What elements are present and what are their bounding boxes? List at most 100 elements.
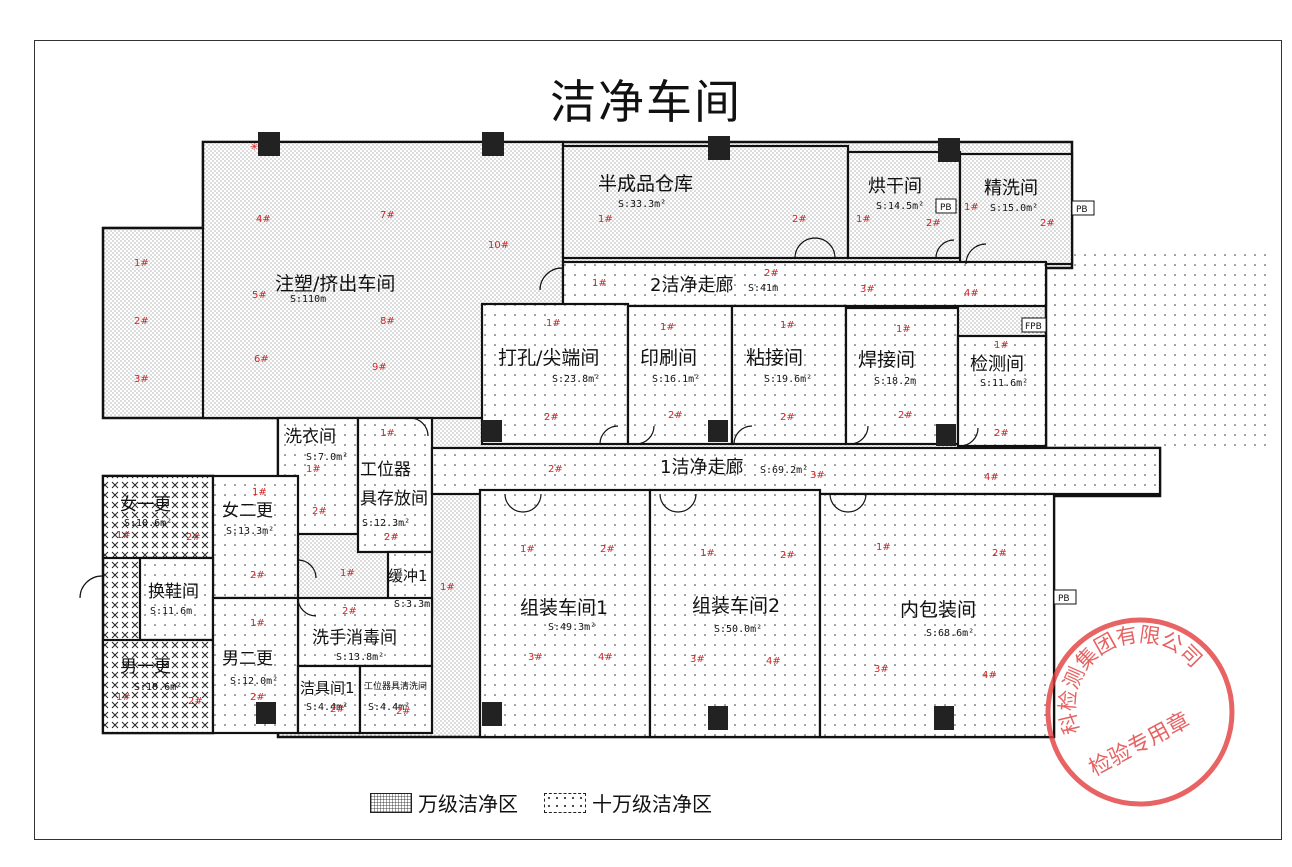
sample-mark: 3# xyxy=(810,470,825,481)
equipment xyxy=(256,132,960,730)
sample-mark: 2# xyxy=(312,506,327,517)
area-zhusu: S:110m xyxy=(290,294,326,305)
ahu-unit xyxy=(482,132,504,156)
door-hanjie xyxy=(849,425,869,445)
seal-ring xyxy=(1045,617,1235,807)
label-naner: 男二更 xyxy=(222,649,273,669)
sample-mark: 2# xyxy=(384,532,399,543)
outdoor-dotted-area xyxy=(1048,250,1268,450)
sample-mark: 1# xyxy=(994,340,1009,351)
area-jiance: S:11.6m² xyxy=(980,378,1028,389)
sample-mark: 1# xyxy=(700,548,715,559)
sample-mark: 2# xyxy=(792,214,807,225)
sample-mark: 1# xyxy=(252,487,267,498)
sample-mark: 1# xyxy=(116,530,131,541)
sample-mark: 2# xyxy=(134,316,149,327)
sample-mark: 2# xyxy=(188,696,203,707)
area-nanyi: S:10.6m² xyxy=(134,682,182,693)
legend-swatch-dense xyxy=(370,792,412,813)
label-xishou: 洗手消毒间 xyxy=(312,628,397,648)
area-honggan: S:14.5m² xyxy=(876,201,924,212)
label-jieju: 洁具间1 xyxy=(300,679,355,697)
sample-mark: 3# xyxy=(134,374,149,385)
room-huanxie xyxy=(138,556,215,642)
door-neibao xyxy=(829,493,867,513)
sample-mark: 2# xyxy=(780,550,795,561)
door-jingxi xyxy=(965,243,987,265)
sample-mark: 3# xyxy=(860,284,875,295)
door-honggan xyxy=(935,239,955,259)
area-zuzhuang2: S:50.0m² xyxy=(714,624,762,635)
label-qingxi: 工位器具清洗间 xyxy=(364,680,427,692)
label-jiance: 检测间 xyxy=(970,354,1024,375)
sample-mark: 8# xyxy=(380,316,395,327)
door-gongweiqi xyxy=(409,417,429,437)
pb-box xyxy=(1071,200,1095,216)
sample-mark: 2# xyxy=(250,692,265,703)
area-qingxi: S:4.4m² xyxy=(368,702,410,713)
sample-mark: 1# xyxy=(116,692,131,703)
legend-swatch-sparse xyxy=(544,792,586,813)
sample-mark: 4# xyxy=(984,472,999,483)
legend-label-dense: 万级洁净区 xyxy=(418,792,518,816)
sample-mark: 2# xyxy=(926,218,941,229)
sample-mark: 6# xyxy=(254,354,269,365)
sample-mark: 2# xyxy=(992,548,1007,559)
area-jieju: S:4.4m² xyxy=(306,702,348,713)
room-zoulang1 xyxy=(430,446,1162,496)
sample-mark: 1# xyxy=(592,278,607,289)
sample-mark: 4# xyxy=(766,656,781,667)
area-xiyi: S:7.0m² xyxy=(306,452,348,463)
area-yinshua: S:16.1m² xyxy=(652,374,700,385)
ahu-unit xyxy=(708,706,728,730)
legend: 万级洁净区 十万级洁净区 xyxy=(370,788,712,817)
ahu-unit xyxy=(258,132,280,156)
sample-mark: 2# xyxy=(330,704,345,715)
ahu-unit xyxy=(708,136,730,160)
ahu-unit xyxy=(934,706,954,730)
area-banchengpin: S:33.3m² xyxy=(618,199,666,210)
door-yinshua xyxy=(635,425,655,445)
fpb-label: FPB xyxy=(1025,322,1042,332)
room-nvyi xyxy=(101,474,215,560)
sample-mark: 2# xyxy=(898,410,913,421)
sample-mark: 4# xyxy=(598,652,613,663)
sample-mark: 2# xyxy=(1040,218,1055,229)
sample-mark: 1# xyxy=(134,258,149,269)
sample-mark: 2# xyxy=(396,706,411,717)
label-zoulang2: 2洁净走廊 xyxy=(650,275,733,296)
sample-mark: 2# xyxy=(186,532,201,543)
sample-points: ✳ 4# 7# 10# 1# 5# 2# 8# 6# 9# 3# 1# 2# 1… xyxy=(116,142,1055,717)
inspection-seal: 科检测集团有限公司 检验专用章 xyxy=(1045,617,1235,807)
label-zhanjie: 粘接间 xyxy=(746,347,803,369)
label-huanxie: 换鞋间 xyxy=(148,582,199,602)
pb-box xyxy=(935,198,957,214)
sample-mark: 1# xyxy=(780,320,795,331)
area-nvyi: S:10.6m² xyxy=(124,518,172,529)
area-dakong: S:23.8m² xyxy=(552,374,600,385)
door-entrance xyxy=(79,575,103,599)
fpb-box xyxy=(1021,317,1047,333)
ahu-unit xyxy=(256,702,276,724)
door-dakong xyxy=(599,425,619,445)
door-jiance xyxy=(959,427,979,447)
area-zhanjie: S:19.6m² xyxy=(764,374,812,385)
sample-mark: 1# xyxy=(660,322,675,333)
area-xishou: S:13.8m² xyxy=(336,652,384,663)
seal-text: 检验专用章 xyxy=(1085,708,1194,782)
label-dakong: 打孔/尖端间 xyxy=(498,347,599,369)
door-nver xyxy=(297,559,317,579)
pb-label: PB xyxy=(1076,205,1088,215)
room-qingxi xyxy=(358,664,434,735)
sample-mark: 2# xyxy=(250,570,265,581)
room-nver xyxy=(211,474,300,600)
sample-mark: 1# xyxy=(598,214,613,225)
sample-mark: 1# xyxy=(340,568,355,579)
ahu-unit xyxy=(482,702,502,726)
room-labels: 注塑/挤出车间 S:110m 半成品仓库 S:33.3m² 烘干间 S:14.5… xyxy=(120,173,1038,713)
sample-mark: 4# xyxy=(982,670,997,681)
label-yinshua: 印刷间 xyxy=(640,347,697,369)
label-nver: 女二更 xyxy=(222,501,273,521)
sample-mark: 3# xyxy=(528,652,543,663)
